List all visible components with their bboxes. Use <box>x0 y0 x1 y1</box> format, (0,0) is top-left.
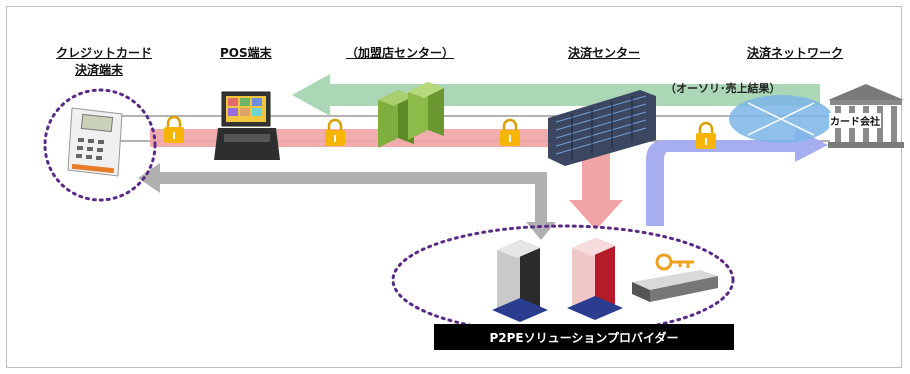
network-x-line-2 <box>747 102 815 136</box>
settlement-center-datacenter-icon <box>548 90 656 166</box>
merchant-center-server-icon <box>378 82 444 148</box>
provider-hsm-key-icon <box>632 253 718 302</box>
terminal-dotted-circle <box>43 88 157 202</box>
authorization-result-note: （オーソリ･売上結果） <box>665 82 781 95</box>
provider-server-red-icon <box>567 238 623 320</box>
pos-terminal-icon <box>214 91 280 160</box>
blue-up-right-arrow <box>646 128 828 226</box>
padlock-icon-1 <box>164 115 184 143</box>
header-settlement-network: 決済ネットワーク <box>747 46 844 60</box>
gray-return-arrow <box>138 163 556 240</box>
padlock-icon-3 <box>500 118 520 146</box>
padlock-icon-2 <box>325 118 345 146</box>
header-settlement-center: 決済センター <box>568 46 641 60</box>
header-pos: POS端末 <box>220 46 272 60</box>
card-company-label: カード会社 <box>829 113 881 128</box>
header-merchant-center: （加盟店センター） <box>346 46 455 60</box>
header-credit-terminal: クレジットカード 決済端末 <box>56 44 153 78</box>
provider-server-dark-icon <box>492 240 548 322</box>
credit-card-terminal-icon <box>67 107 123 177</box>
header-credit-terminal-line2: 決済端末 <box>74 63 123 77</box>
provider-label-bar: P2PEソリューションプロバイダー <box>434 324 734 350</box>
provider-label: P2PEソリューションプロバイダー <box>489 330 679 345</box>
header-credit-terminal-line1: クレジットカード <box>56 46 153 60</box>
padlock-icon-4 <box>696 121 716 149</box>
